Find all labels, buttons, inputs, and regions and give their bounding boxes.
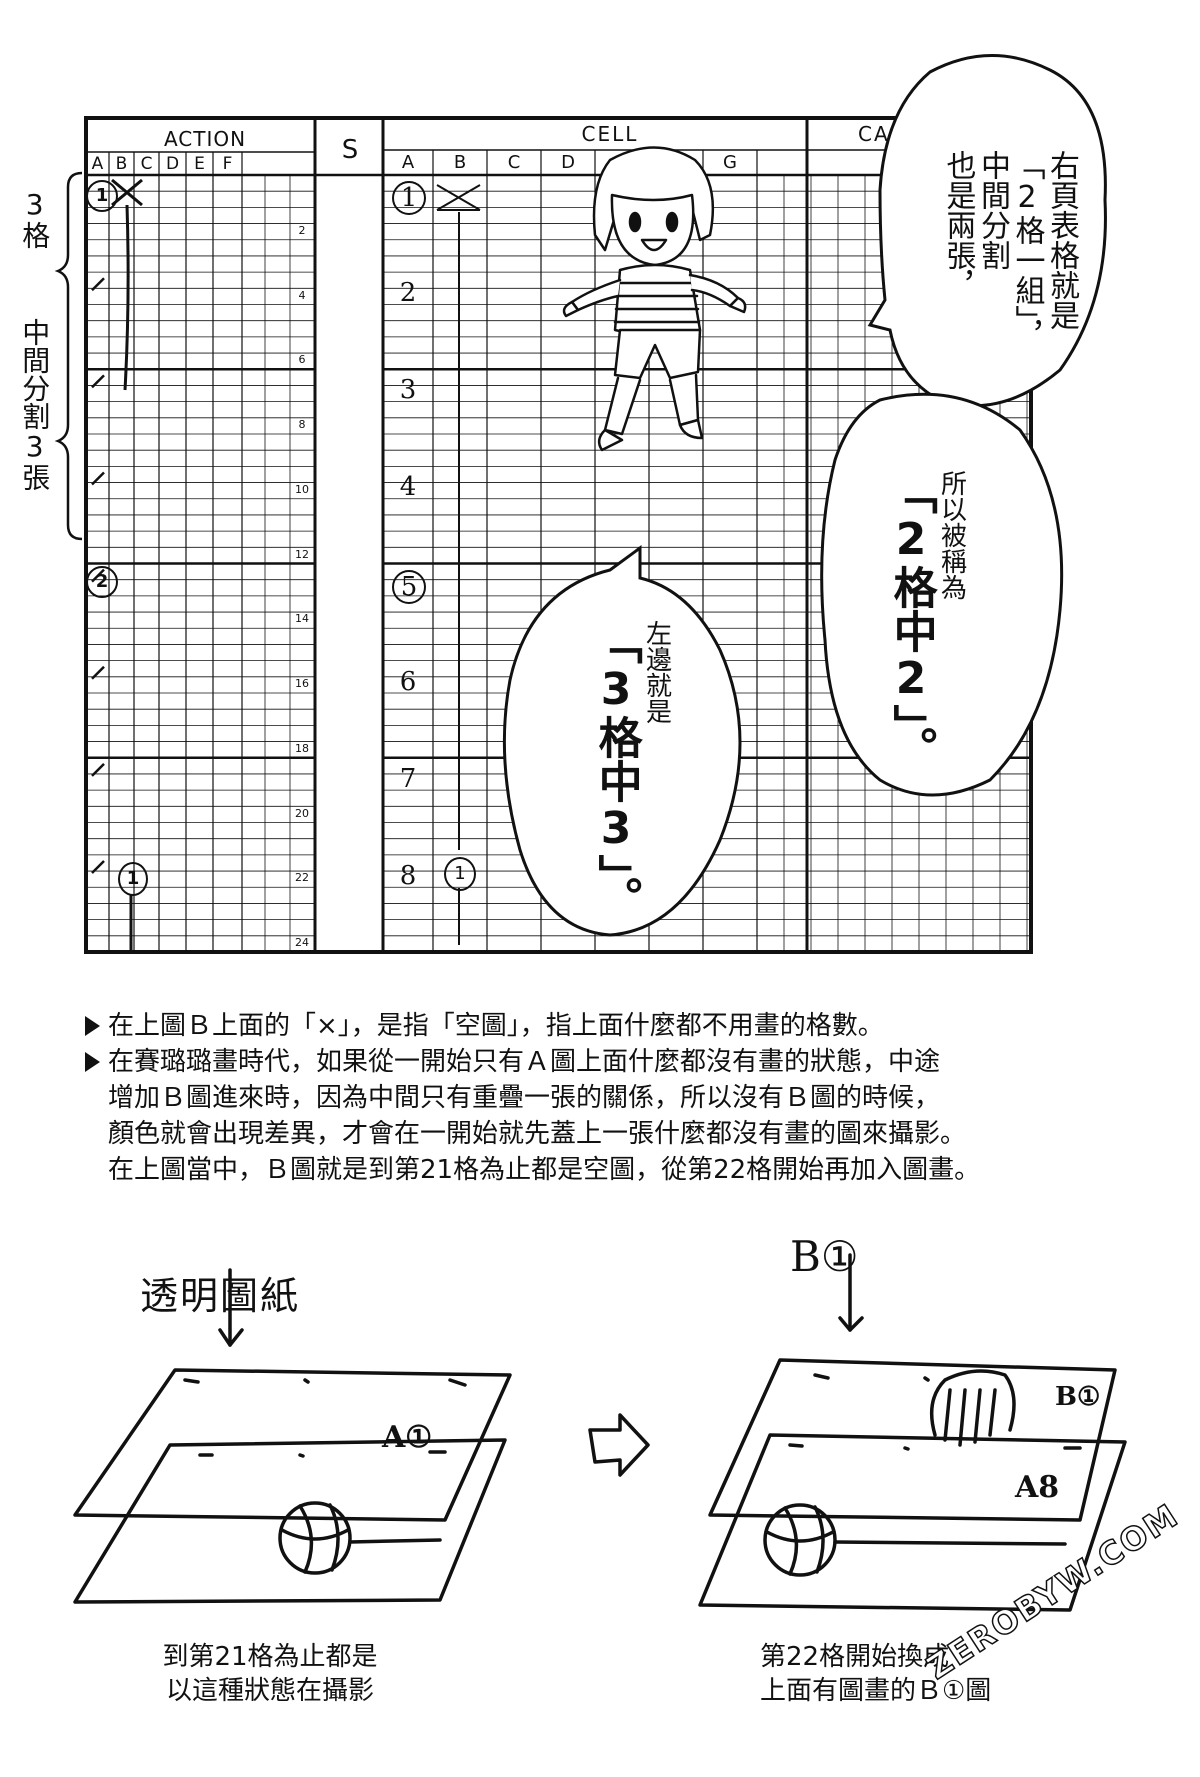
row-number: 12	[295, 547, 309, 561]
action-tick	[91, 277, 105, 292]
action-tick	[91, 860, 105, 874]
bubble-middle-left-shape	[502, 545, 742, 937]
cell-entry: 4	[399, 472, 417, 503]
row-number: 14	[295, 612, 309, 626]
hand-icon	[929, 1369, 1016, 1447]
bubble-top-right-shape	[867, 54, 1107, 408]
action-tick	[91, 665, 105, 680]
row-number: 16	[295, 677, 309, 690]
bubble-line: 左邊就是	[641, 620, 672, 724]
notes: 在上圖Ｂ上面的「×」，是指「空圖」，指上面什麼都不用畫的格數。 在賽璐璐畫時代，…	[85, 1008, 1145, 1188]
row-number: 24	[295, 936, 309, 949]
right-sheet-label: A8	[1015, 1470, 1060, 1505]
cell-entry: 8	[399, 860, 417, 891]
bubble-line: 「2格中2」。	[885, 470, 937, 770]
cell-col-B: B	[453, 152, 467, 173]
cell-entry: 7	[399, 763, 417, 794]
side-bracket	[54, 171, 83, 541]
header-cell: CELL	[581, 122, 639, 146]
row-number: 22	[295, 871, 309, 885]
cell-col-G: G	[723, 152, 737, 173]
action-col-F: F	[222, 154, 233, 174]
bubble-middle-right: 所以被稱為 「2格中2」。	[885, 470, 967, 770]
bubble-line: 也是兩張，	[940, 150, 976, 300]
basketball-right	[763, 1503, 837, 1577]
cell-entry: 2	[399, 278, 417, 309]
action-col-D: D	[165, 154, 180, 174]
action-col-E: E	[194, 154, 205, 174]
action-col-B: B	[115, 154, 128, 174]
action-mark-2: 2	[86, 566, 118, 598]
right-bottom-sheet	[698, 1433, 1127, 1612]
row-number: 20	[295, 806, 309, 820]
hold-mark	[123, 204, 130, 391]
row-number: 10	[295, 482, 309, 496]
side-label-top: 3格	[18, 188, 52, 249]
bubble-line: 所以被稱為	[936, 470, 967, 600]
label-b1: B①	[790, 1232, 859, 1281]
outline-arrow-icon	[588, 1413, 650, 1477]
cell-entry: 6	[399, 666, 417, 697]
action-tick	[91, 374, 105, 389]
action-mark-1: 1	[86, 180, 118, 212]
row-number: 2	[298, 223, 306, 237]
row-number: 6	[298, 353, 306, 367]
action-col-C: C	[140, 154, 153, 174]
bubble-middle-right-shape	[820, 392, 1064, 797]
bubble-top-right: 右頁表格就是 「2格一組」， 中間分割 也是兩張，	[940, 150, 1080, 390]
row-number: 4	[298, 288, 306, 302]
girl-character	[562, 146, 747, 452]
cell-col-A: A	[401, 152, 415, 173]
bubble-line: 「2格一組」，	[1009, 150, 1045, 350]
note-line: 在賽璐璐畫時代，如果從一開始只有Ａ圖上面什麼都沒有畫的狀態，中途	[85, 1044, 1145, 1080]
cell-col-C: C	[507, 152, 521, 173]
action-col-A: A	[91, 154, 104, 174]
right-top-sheet-label: B①	[1055, 1382, 1101, 1412]
action-tick	[91, 762, 105, 777]
bubble-line: 中間分割	[975, 150, 1010, 270]
cell-col-D: D	[561, 152, 575, 173]
timesheet	[84, 116, 1033, 954]
cell-b-mark: 1	[444, 857, 476, 891]
speech-bubbles	[502, 54, 1107, 937]
left-bottom-sheet	[73, 1438, 507, 1604]
left-sheet-label: A①	[382, 1420, 433, 1455]
header-action: ACTION	[163, 127, 247, 151]
hold-mark	[436, 184, 481, 211]
bullet-triangle-icon	[85, 1052, 100, 1072]
basketball-left	[278, 1501, 352, 1575]
bubble-line: 右頁表格就是	[1044, 150, 1079, 330]
row-number: 8	[298, 418, 306, 431]
note-line: 增加Ｂ圖進來時，因為中間只有重疊一張的關係，所以沒有Ｂ圖的時候，	[108, 1083, 941, 1113]
bubble-middle-left: 左邊就是 「3格中3」。	[590, 620, 672, 920]
caption-left: 到第21格為止都是 以這種狀態在攝影	[162, 1642, 378, 1706]
bubble-line: 「3格中3」。	[590, 620, 642, 920]
cell-entry: 1	[392, 181, 426, 215]
cel-illustrations	[73, 1253, 1127, 1612]
action-tick	[91, 471, 105, 486]
bullet-triangle-icon	[85, 1016, 100, 1036]
cell-entry: 3	[399, 375, 417, 406]
note-line: 顏色就會出現差異，才會在一開始就先蓋上一張什麼都沒有畫的圖來攝影。	[108, 1119, 967, 1149]
label-transparent-sheet: 透明圖紙	[140, 1274, 301, 1318]
cell-entry: 5	[392, 569, 426, 604]
note-line: 在上圖Ｂ上面的「×」，是指「空圖」，指上面什麼都不用畫的格數。	[85, 1008, 1145, 1044]
left-top-sheet	[73, 1368, 512, 1522]
row-number: 18	[295, 741, 309, 755]
caption-right: 第22格開始換成 上面有圖畫的Ｂ①圖	[760, 1642, 992, 1706]
note-line: 在上圖當中，Ｂ圖就是到第21格為止都是空圖，從第22格開始再加入圖畫。	[108, 1155, 981, 1185]
side-label-bottom: 中間分割3張	[18, 318, 52, 491]
header-s: S	[341, 135, 359, 165]
action-mark-b1: 1	[118, 862, 148, 896]
right-top-sheet	[708, 1358, 1117, 1522]
